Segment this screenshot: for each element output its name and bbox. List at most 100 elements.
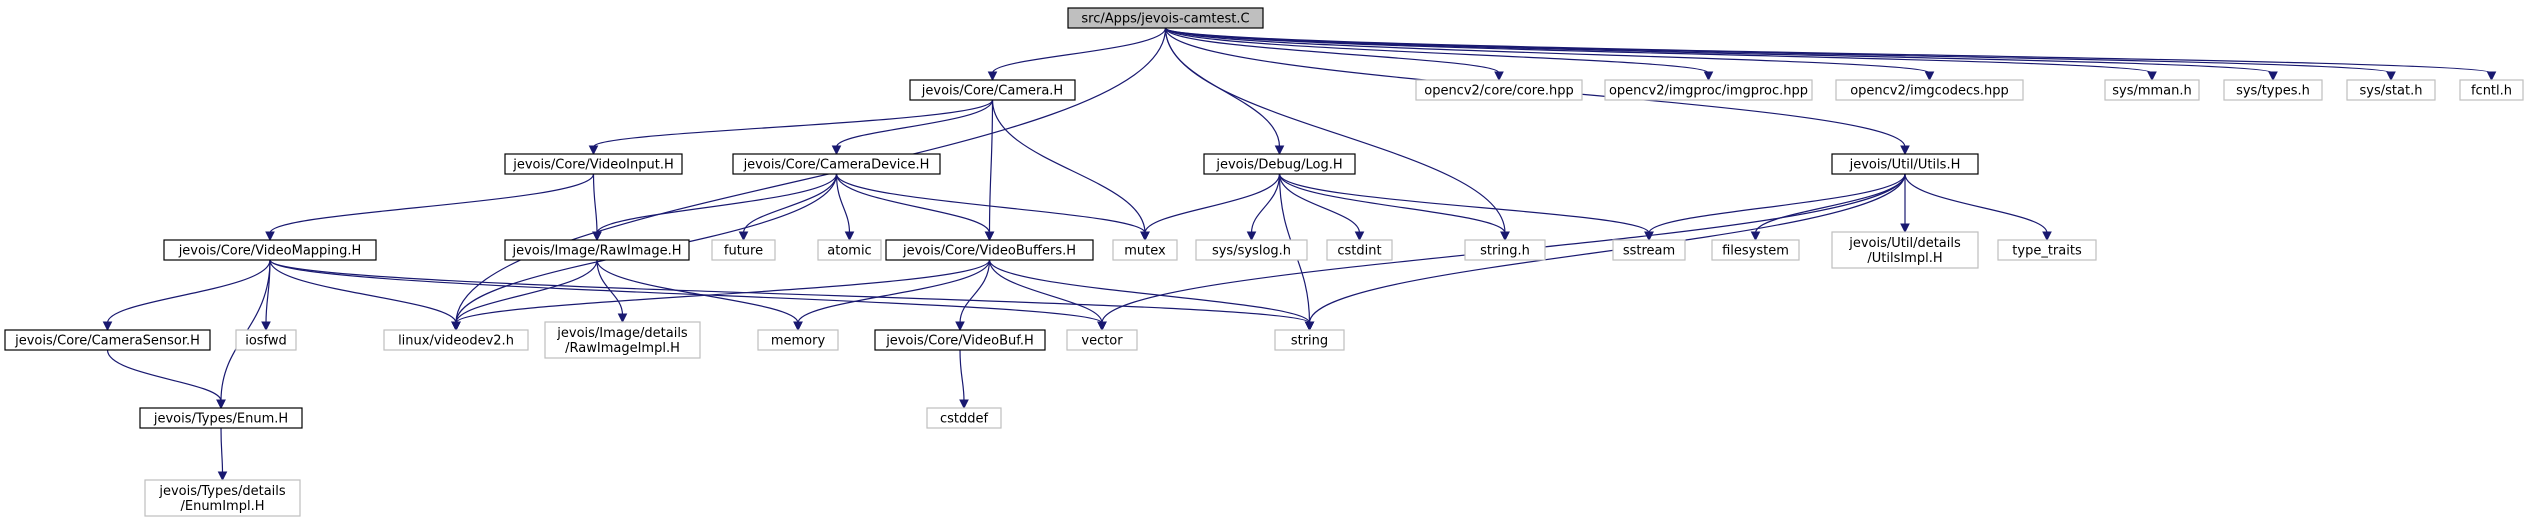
node-box (1831, 231, 1979, 269)
nodes-layer: src/Apps/jevois-camtest.C jevois/Core/Cam… (4, 7, 2524, 517)
edge-n13-n28 (269, 259, 461, 332)
node-box (757, 329, 839, 351)
edge-arrowhead (265, 231, 275, 242)
edge-arrowhead (2386, 71, 2396, 82)
node-local[interactable]: jevois/Core/VideoBuffers.H (885, 239, 1094, 261)
node-box (817, 239, 882, 261)
edge-arrowhead (588, 145, 599, 156)
node-label: jevois/Types/Enum.H (153, 412, 288, 427)
edge-arrowhead (1097, 321, 1107, 332)
edge-line (835, 173, 991, 234)
node-local[interactable]: jevois/Core/VideoBuf.H (874, 329, 1046, 351)
edge-arrowhead (955, 321, 965, 332)
node-label: vector (1081, 334, 1123, 349)
node-box (2223, 79, 2323, 101)
node-label: type_traits (2012, 244, 2082, 259)
edge-n4-n20 (1278, 173, 1365, 242)
node-box (1997, 239, 2097, 261)
edge-arrowhead (987, 71, 998, 82)
edge-arrowhead (2486, 71, 2497, 82)
edge-n1-n3 (831, 99, 994, 156)
node-label: cstddef (940, 412, 989, 427)
edge-line (1278, 173, 1361, 234)
edge-n31-n35 (959, 349, 969, 410)
node-label: /EnumImpl.H (180, 499, 264, 514)
edge-line (1278, 173, 1650, 234)
node-label: jevois/Core/CameraSensor.H (14, 334, 200, 349)
edge-line (742, 173, 838, 234)
edge-arrowhead (793, 321, 803, 332)
edge-line (592, 173, 598, 234)
edge-n0-n12 (1164, 27, 2497, 82)
edge-arrowhead (1500, 231, 1510, 242)
node-label: jevois/Image/details (556, 326, 688, 341)
edge-n0-n10 (1164, 27, 2278, 82)
node-box (2346, 79, 2436, 101)
edge-n1-n18 (991, 99, 1150, 242)
edge-line (1164, 27, 1500, 74)
node-box (1203, 153, 1356, 175)
node-system: future (711, 239, 776, 261)
node-local[interactable]: jevois/Image/RawImage.H (504, 239, 690, 261)
node-box (1612, 239, 1686, 261)
edge-line (596, 259, 799, 324)
node-label: sstream (1623, 244, 1675, 259)
edge-line (991, 99, 1146, 234)
node-system: opencv2/imgcodecs.hpp (1835, 79, 2024, 101)
node-local[interactable]: jevois/Core/VideoMapping.H (163, 239, 377, 261)
edge-n14-n28 (451, 259, 598, 332)
edge-line (455, 259, 991, 324)
edge-line (1250, 173, 1281, 234)
node-system: sys/types.h (2223, 79, 2323, 101)
edge-n3-n17 (835, 173, 995, 242)
edge-line (1164, 27, 1931, 74)
node-label: opencv2/imgproc/imgproc.hpp (1609, 84, 1808, 99)
node-local[interactable]: jevois/Core/Camera.H (909, 79, 1076, 101)
node-box (1066, 329, 1138, 351)
node-box (139, 407, 303, 429)
node-system: opencv2/core/core.hpp (1415, 79, 1583, 101)
node-system: sys/syslog.h (1195, 239, 1308, 261)
node-box (163, 239, 377, 261)
node-label: memory (771, 334, 826, 349)
node-system: string.h (1464, 239, 1546, 261)
node-box (1835, 79, 2024, 101)
edge-n1-n2 (588, 99, 994, 156)
node-local[interactable]: jevois/Core/CameraDevice.H (732, 153, 941, 175)
edge-line (1164, 27, 1710, 74)
node-box (544, 321, 701, 359)
node-box (504, 239, 690, 261)
edge-line (106, 259, 271, 324)
node-label: jevois/Core/CameraDevice.H (743, 158, 930, 173)
node-box (4, 329, 211, 351)
node-local[interactable]: jevois/Debug/Log.H (1203, 153, 1356, 175)
edge-line (269, 173, 595, 234)
edge-n5-n33 (1304, 173, 1906, 332)
node-box (144, 479, 301, 517)
edge-n4-n18 (1140, 173, 1281, 242)
edge-n4-n21 (1278, 173, 1510, 242)
edge-line (596, 173, 838, 234)
node-local[interactable]: jevois/Core/VideoInput.H (504, 153, 683, 175)
node-system: atomic (817, 239, 882, 261)
edge-n4-n19 (1246, 173, 1281, 242)
node-local[interactable]: jevois/Util/Utils.H (1831, 153, 1979, 175)
node-label: sys/types.h (2236, 84, 2310, 99)
node-local[interactable]: jevois/Core/CameraSensor.H (4, 329, 211, 351)
edge-arrowhead (984, 231, 995, 242)
edge-n17-n28 (451, 259, 991, 332)
node-label: string (1291, 334, 1328, 349)
node-label: filesystem (1722, 244, 1789, 259)
node-box (874, 329, 1046, 351)
node-box (235, 329, 297, 351)
node-local[interactable]: jevois/Types/Enum.H (139, 407, 303, 429)
edge-n0-n21 (1164, 27, 1510, 242)
edge-line (1164, 27, 1281, 148)
edge-arrowhead (1304, 321, 1315, 332)
node-label: fcntl.h (2471, 84, 2512, 99)
edge-n26-n34 (106, 349, 226, 410)
edge-n17-n32 (988, 259, 1107, 332)
node-system: jevois/Types/details/EnumImpl.H (144, 479, 301, 517)
node-root[interactable]: src/Apps/jevois-camtest.C (1067, 7, 1264, 29)
